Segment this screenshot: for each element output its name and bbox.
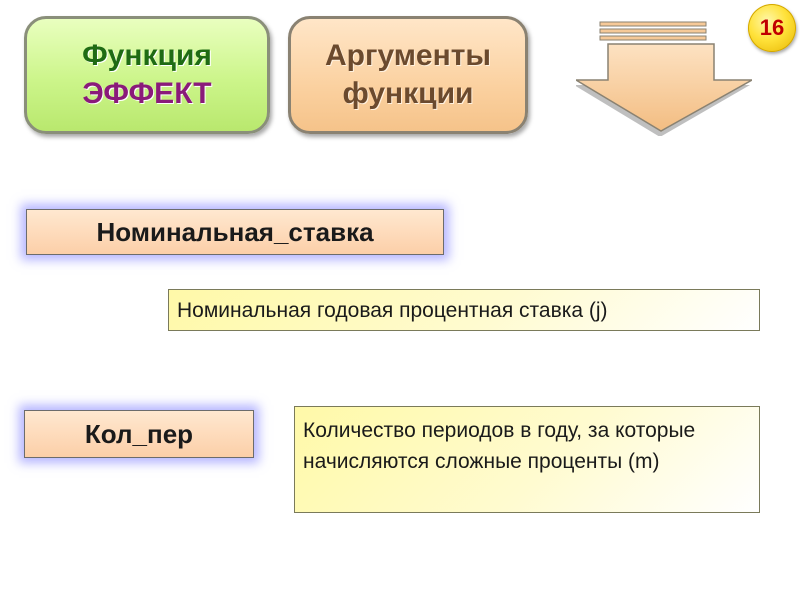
argument-periods-count-description-text: Количество периодов в году, за которые н…	[303, 419, 696, 473]
arguments-tile-line2: функции	[342, 77, 474, 110]
argument-periods-count: Кол_пер	[24, 410, 254, 458]
argument-nominal-rate-label: Номинальная_ставка	[96, 216, 374, 247]
arguments-tile-line1: Аргументы	[324, 39, 492, 72]
argument-periods-count-label: Кол_пер	[84, 418, 194, 449]
argument-nominal-rate-description: Номинальная годовая процентная ставка (j…	[168, 289, 760, 331]
function-tile-name: ЭФФЕКТ	[82, 77, 212, 110]
page-number: 16	[759, 15, 785, 40]
page-number-badge: 16	[748, 4, 796, 52]
function-tile-title: Функция	[82, 39, 212, 72]
argument-periods-count-description: Количество периодов в году, за которые н…	[294, 406, 760, 513]
down-arrow-icon	[576, 21, 752, 136]
argument-nominal-rate: Номинальная_ставка	[26, 209, 444, 255]
argument-nominal-rate-description-text: Номинальная годовая процентная ставка (j…	[177, 298, 608, 322]
function-tile: Функция ЭФФЕКТ	[24, 16, 270, 134]
arguments-tile: Аргументы функции	[288, 16, 528, 134]
